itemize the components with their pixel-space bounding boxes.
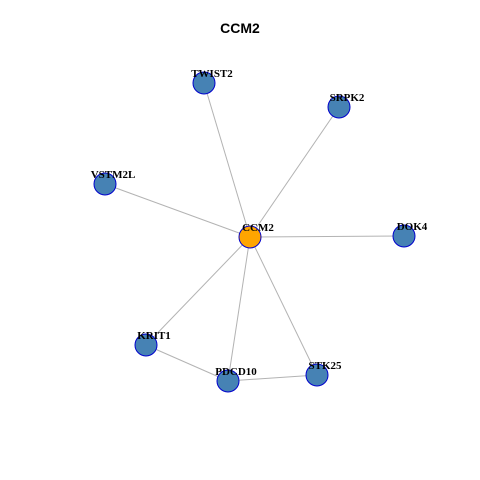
edge-ccm2-dok4 [249,235,405,238]
node-label-ccm2: CCM2 [242,222,274,234]
node-label-pdcd10: PDCD10 [215,366,257,378]
edges-layer [104,82,405,382]
node-label-stk25: STK25 [308,360,342,372]
node-stk25[interactable] [305,363,329,387]
node-label-twist2: TWIST2 [191,68,233,80]
edge-ccm2-srpk2 [249,106,340,238]
nodes-layer [93,71,416,393]
node-srpk2[interactable] [327,95,351,119]
edge-ccm2-pdcd10 [227,236,251,382]
node-ccm2[interactable] [238,225,262,249]
edge-ccm2-vstm2l [104,183,251,238]
node-label-vstm2l: VSTM2L [91,169,136,181]
edge-krit1-pdcd10 [145,344,229,382]
edge-ccm2-krit1 [145,236,251,346]
node-label-srpk2: SRPK2 [330,92,365,104]
graph-title: CCM2 [220,20,260,36]
node-label-krit1: KRIT1 [137,330,171,342]
node-pdcd10[interactable] [216,369,240,393]
node-vstm2l[interactable] [93,172,117,196]
node-label-dok4: DOK4 [397,221,428,233]
node-dok4[interactable] [392,224,416,248]
edge-pdcd10-stk25 [227,374,318,382]
edge-ccm2-twist2 [203,82,251,238]
node-twist2[interactable] [192,71,216,95]
edge-ccm2-stk25 [249,236,318,376]
node-krit1[interactable] [134,333,158,357]
